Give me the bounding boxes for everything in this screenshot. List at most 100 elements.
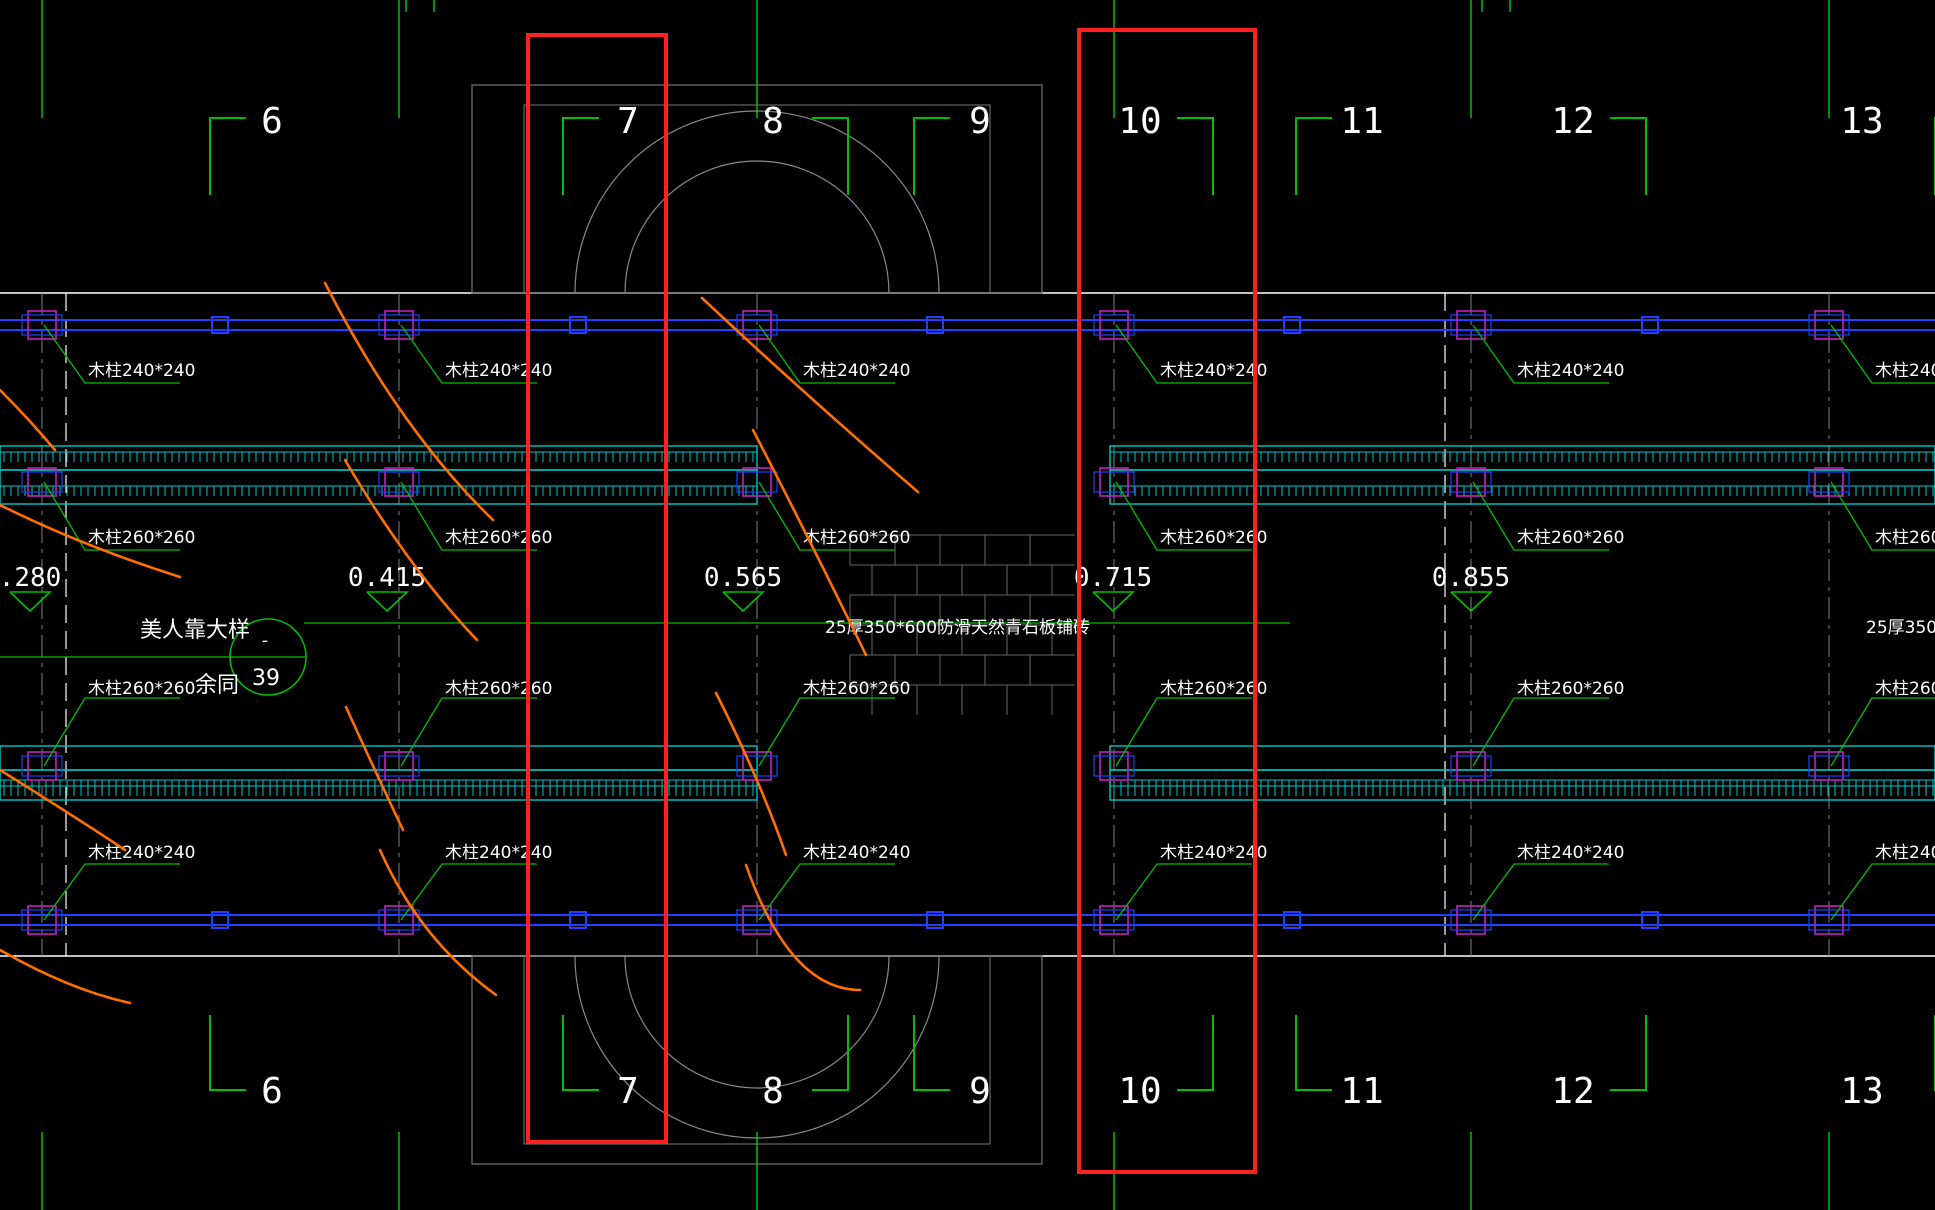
paving-note: 25厚350*600防滑天然青石板铺砖 <box>825 618 1090 638</box>
column-marker <box>1456 467 1486 497</box>
section-bracket-top <box>1177 117 1214 195</box>
column-label: 木柱240*240 <box>1160 843 1267 863</box>
column-marker <box>27 751 57 781</box>
section-number-top: 10 <box>1118 101 1161 142</box>
level-value: 0.415 <box>348 563 426 593</box>
column-label: 木柱260*260 <box>1517 528 1624 548</box>
markup-stroke <box>0 388 57 452</box>
beam-connector <box>1283 911 1301 929</box>
column-cap <box>1093 755 1135 777</box>
paving-note-cut: 25厚350 <box>1866 618 1935 638</box>
markup-stroke <box>744 863 862 992</box>
column-marker <box>1456 310 1486 340</box>
column-leader <box>400 324 537 384</box>
section-number-top: 7 <box>617 101 639 142</box>
column-label: 木柱240*240 <box>445 361 552 381</box>
column-label: 木柱260* <box>1875 679 1935 699</box>
column-label: 木柱260*260 <box>803 679 910 699</box>
column-markers <box>21 310 1850 935</box>
column-marker <box>1099 751 1129 781</box>
column-leader <box>758 863 895 921</box>
column-label: 木柱260*260 <box>445 528 552 548</box>
markup-stroke <box>751 428 868 657</box>
column-leader <box>400 481 537 551</box>
column-marker <box>384 310 414 340</box>
beam-connector <box>926 316 944 334</box>
beam-connector <box>1283 316 1301 334</box>
column-leader <box>400 697 537 767</box>
markup-stroke <box>0 768 127 852</box>
column-cap <box>1808 909 1850 931</box>
beam-connector <box>569 316 587 334</box>
section-number-top: 12 <box>1551 101 1594 142</box>
markup-strokes <box>0 281 920 1005</box>
column-label: 木柱240*240 <box>1517 361 1624 381</box>
column-marker <box>1814 751 1844 781</box>
axis-lines <box>41 0 1830 1210</box>
beam-connector <box>211 911 229 929</box>
column-leader <box>1472 481 1609 551</box>
callout-note: 余同 <box>195 673 239 698</box>
bench-rail <box>1109 769 1935 801</box>
column-label: 木柱240*240 <box>803 843 910 863</box>
column-cap <box>1093 314 1135 336</box>
level-triangle <box>1450 591 1494 613</box>
section-number-top: 6 <box>261 101 283 142</box>
markup-stroke <box>700 296 920 494</box>
column-leader <box>1472 324 1609 384</box>
column-label: 木柱240*240 <box>445 843 552 863</box>
level-triangle <box>722 591 766 613</box>
column-cap <box>736 314 778 336</box>
column-marker <box>384 905 414 935</box>
level-value: 0.565 <box>704 563 782 593</box>
section-bracket-bottom <box>209 1015 246 1091</box>
column-cap <box>21 471 63 493</box>
column-label: 木柱260*260 <box>1517 679 1624 699</box>
column-cap <box>378 755 420 777</box>
highlight-box-section-10 <box>1077 28 1257 1174</box>
section-number-top: 11 <box>1340 101 1383 142</box>
markup-stroke <box>0 503 182 579</box>
section-bracket-top <box>1295 117 1332 195</box>
column-leader <box>1472 697 1609 767</box>
column-marker <box>27 467 57 497</box>
callout-bottom: 39 <box>252 666 280 691</box>
arch-bottom-outer <box>574 955 940 1139</box>
column-marker <box>1456 751 1486 781</box>
markup-stroke <box>323 281 495 522</box>
section-bracket-bottom <box>913 1015 950 1091</box>
section-number-bottom: 8 <box>762 1071 784 1112</box>
section-bracket-top <box>812 117 849 195</box>
column-cap <box>1450 471 1492 493</box>
section-number-bottom: 12 <box>1551 1071 1594 1112</box>
section-number-bottom: 9 <box>969 1071 991 1112</box>
column-marker <box>1099 905 1129 935</box>
column-cap <box>1450 314 1492 336</box>
column-marker <box>27 310 57 340</box>
column-leader <box>43 324 180 384</box>
beam-connector <box>211 316 229 334</box>
column-cap <box>736 471 778 493</box>
column-leader <box>1115 481 1252 551</box>
pavilion-bottom-inner <box>523 955 991 1145</box>
column-leader <box>1115 863 1252 921</box>
column-label: 木柱240* <box>1875 843 1935 863</box>
column-label: 木柱260*260 <box>445 679 552 699</box>
beam-connector <box>1641 911 1659 929</box>
column-marker <box>1099 467 1129 497</box>
bench-rails <box>0 445 1935 801</box>
column-cap <box>736 909 778 931</box>
column-cap <box>21 909 63 931</box>
markup-stroke <box>0 948 132 1005</box>
column-leader <box>1830 324 1935 384</box>
column-marker <box>1814 310 1844 340</box>
highlight-box-section-7 <box>526 33 668 1144</box>
section-bracket-bottom <box>562 1015 599 1091</box>
markup-stroke <box>344 705 405 832</box>
column-marker <box>384 751 414 781</box>
level-triangle <box>1092 591 1136 613</box>
callout-top: - <box>262 631 268 651</box>
column-leader <box>43 863 180 921</box>
